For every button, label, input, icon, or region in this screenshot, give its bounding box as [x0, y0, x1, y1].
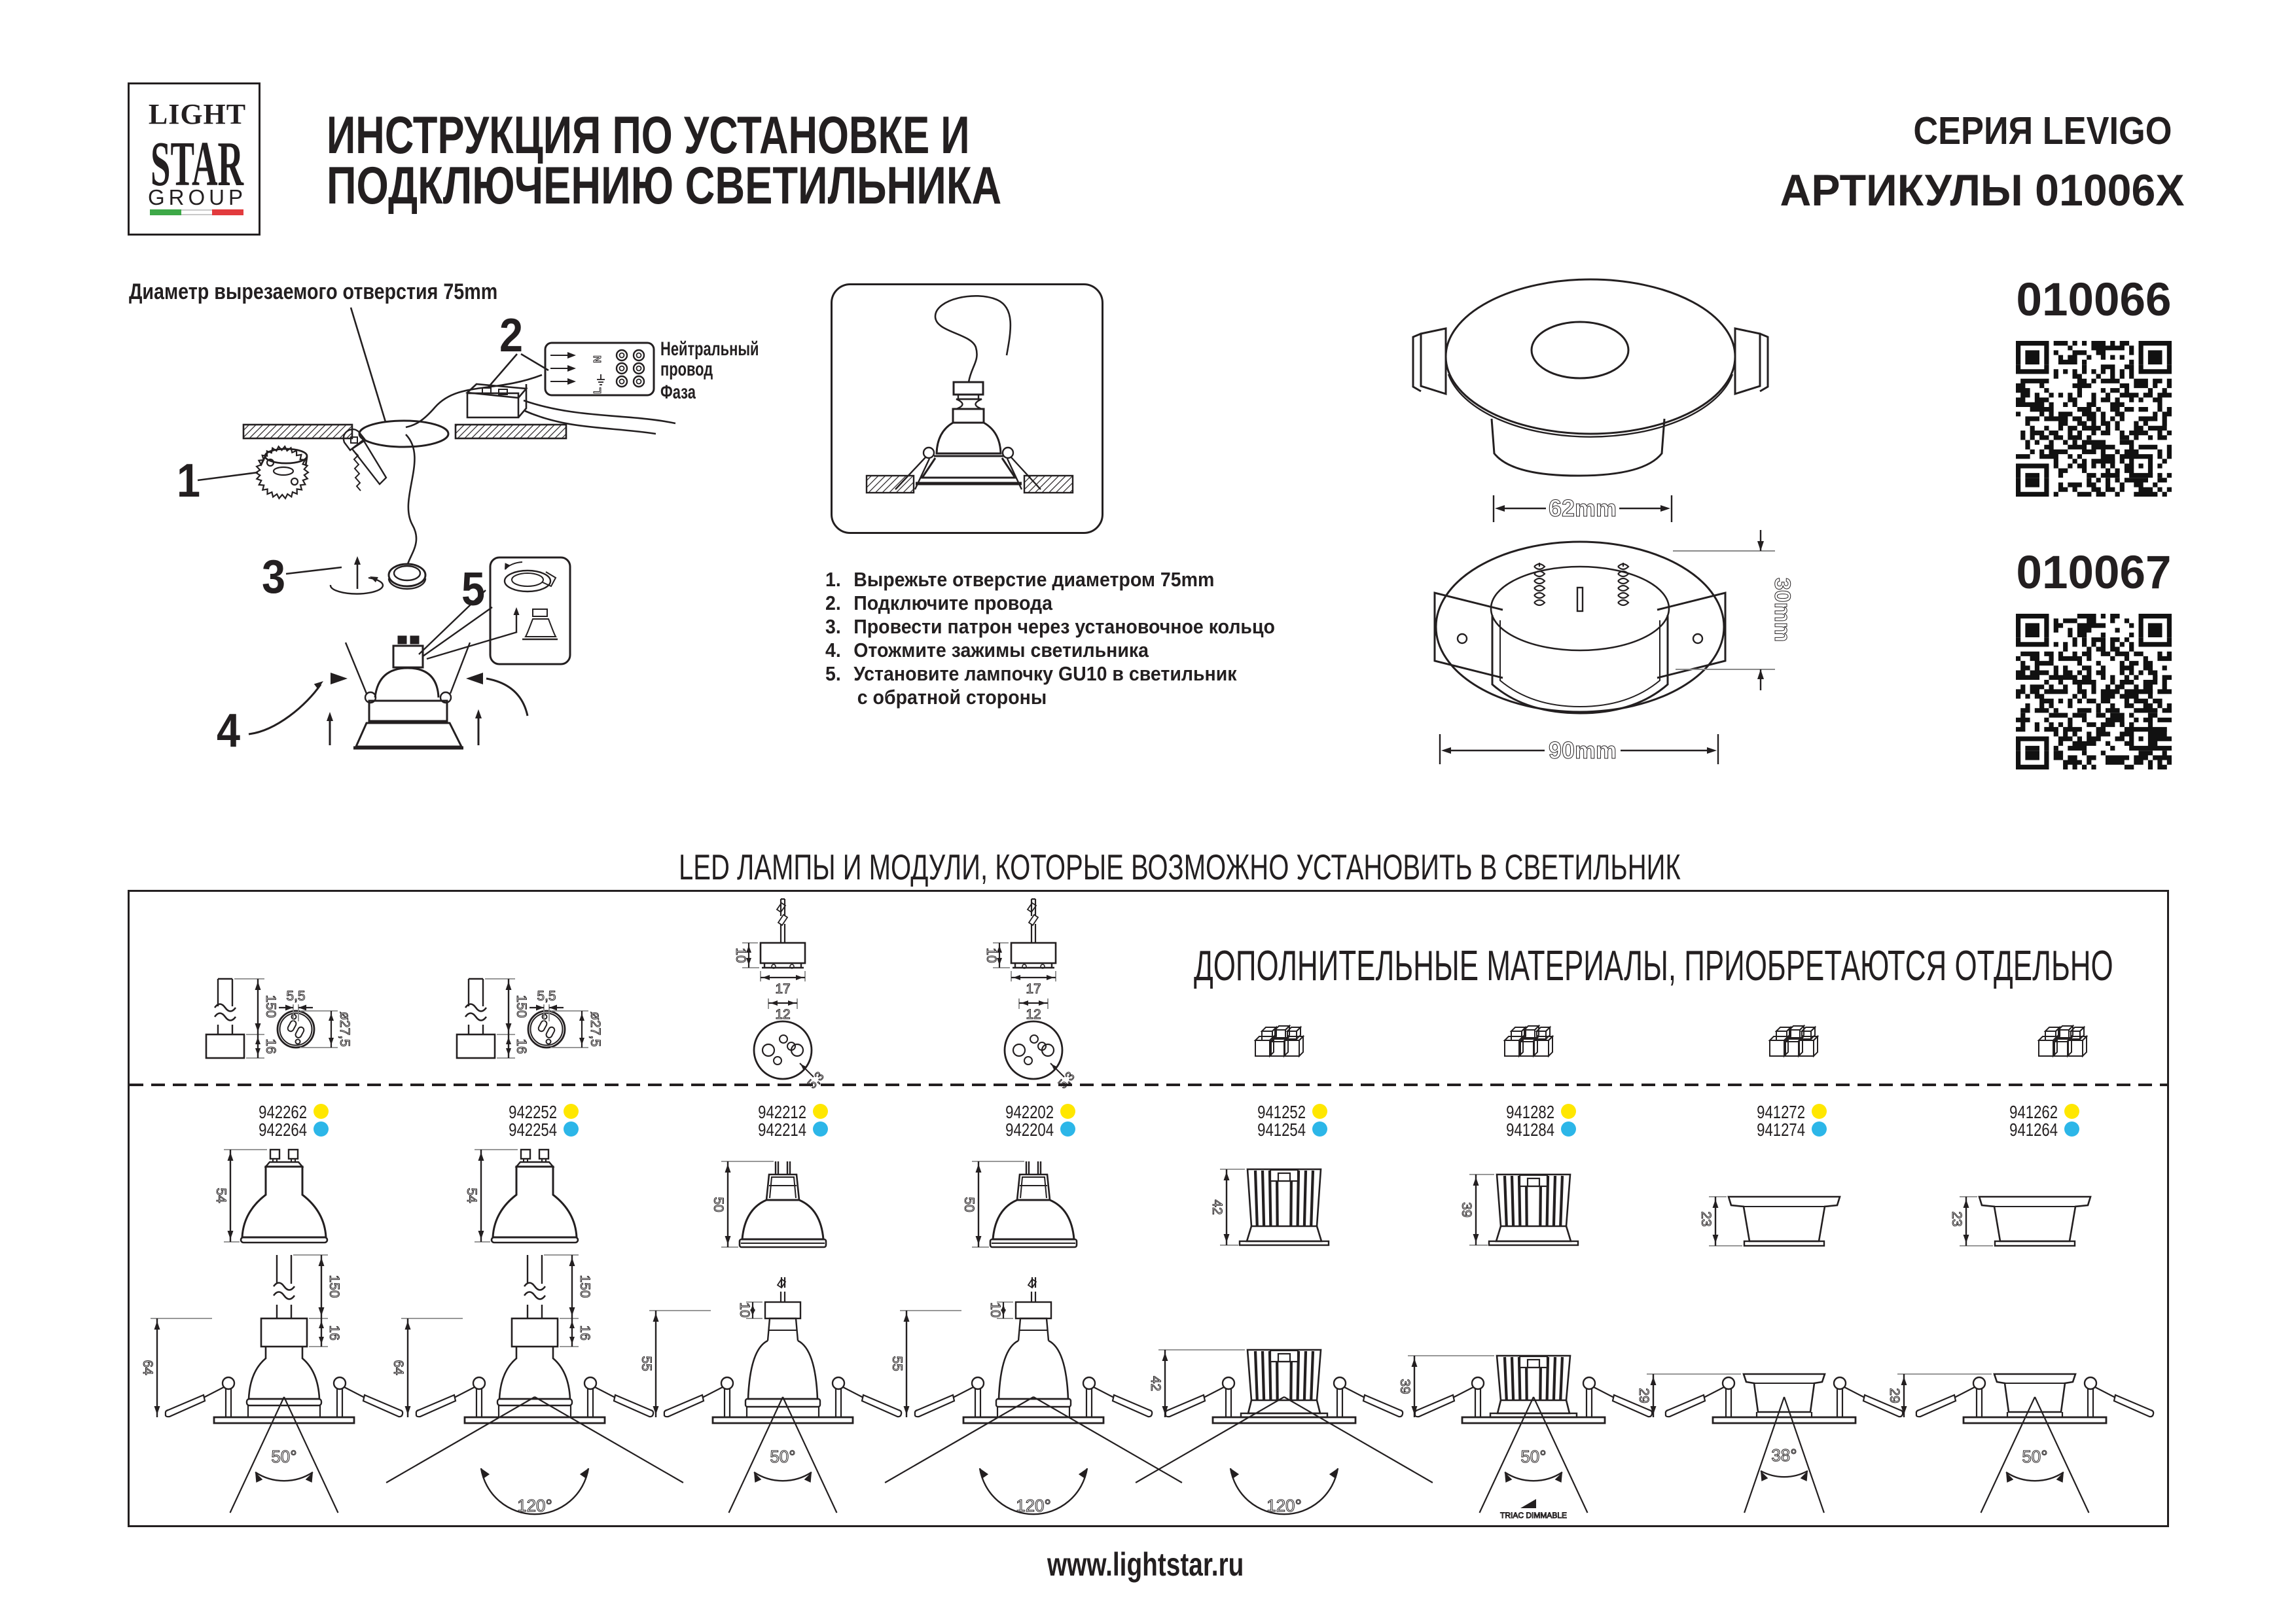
svg-text:50°: 50° — [1520, 1447, 1546, 1466]
svg-text:50°: 50° — [770, 1447, 795, 1466]
svg-text:90mm: 90mm — [1549, 737, 1617, 764]
svg-text:17: 17 — [1026, 981, 1041, 997]
svg-text:23: 23 — [1698, 1211, 1713, 1226]
svg-text:50°: 50° — [2022, 1447, 2047, 1466]
svg-text:16: 16 — [327, 1325, 342, 1340]
svg-text:55: 55 — [639, 1356, 654, 1371]
svg-text:17: 17 — [775, 981, 790, 997]
svg-text:120°: 120° — [517, 1496, 552, 1515]
svg-text:39: 39 — [1459, 1202, 1474, 1217]
svg-text:150: 150 — [263, 995, 278, 1017]
svg-text:5,5: 5,5 — [286, 989, 305, 1004]
svg-text:N: N — [592, 355, 603, 363]
svg-text:64: 64 — [140, 1360, 155, 1375]
svg-text:150: 150 — [577, 1275, 592, 1297]
svg-text:54: 54 — [213, 1188, 228, 1203]
svg-text:39: 39 — [1397, 1379, 1412, 1394]
svg-text:62mm: 62mm — [1549, 495, 1617, 521]
svg-text:5,5: 5,5 — [537, 989, 556, 1004]
svg-text:120°: 120° — [1016, 1496, 1051, 1515]
svg-text:L: L — [592, 387, 603, 394]
svg-text:42: 42 — [1148, 1376, 1163, 1391]
svg-text:30mm: 30mm — [1770, 578, 1795, 642]
svg-text:10: 10 — [733, 947, 748, 962]
svg-text:42: 42 — [1210, 1199, 1225, 1214]
svg-text:TRIAC DIMMABLE: TRIAC DIMMABLE — [1500, 1511, 1567, 1520]
svg-text:12: 12 — [775, 1007, 790, 1022]
svg-text:150: 150 — [327, 1275, 342, 1297]
svg-text:10: 10 — [984, 947, 999, 962]
svg-text:150: 150 — [514, 995, 529, 1017]
svg-text:120°: 120° — [1266, 1496, 1302, 1515]
svg-text:29: 29 — [1887, 1388, 1902, 1403]
svg-text:55: 55 — [889, 1356, 905, 1371]
svg-text:ø27,5: ø27,5 — [588, 1012, 603, 1047]
svg-text:12: 12 — [1026, 1007, 1041, 1022]
svg-text:38°: 38° — [1771, 1445, 1797, 1465]
svg-text:ø27,5: ø27,5 — [337, 1012, 352, 1047]
svg-text:50°: 50° — [271, 1447, 296, 1466]
svg-text:64: 64 — [391, 1360, 406, 1375]
svg-text:10: 10 — [737, 1302, 752, 1317]
svg-text:50: 50 — [961, 1197, 977, 1212]
svg-text:50: 50 — [711, 1197, 726, 1212]
svg-text:29: 29 — [1636, 1388, 1651, 1403]
svg-text:16: 16 — [514, 1038, 529, 1053]
svg-text:10: 10 — [988, 1302, 1003, 1317]
svg-text:54: 54 — [464, 1188, 479, 1203]
svg-text:23: 23 — [1949, 1211, 1964, 1226]
svg-text:16: 16 — [577, 1325, 592, 1340]
svg-text:16: 16 — [263, 1038, 278, 1053]
